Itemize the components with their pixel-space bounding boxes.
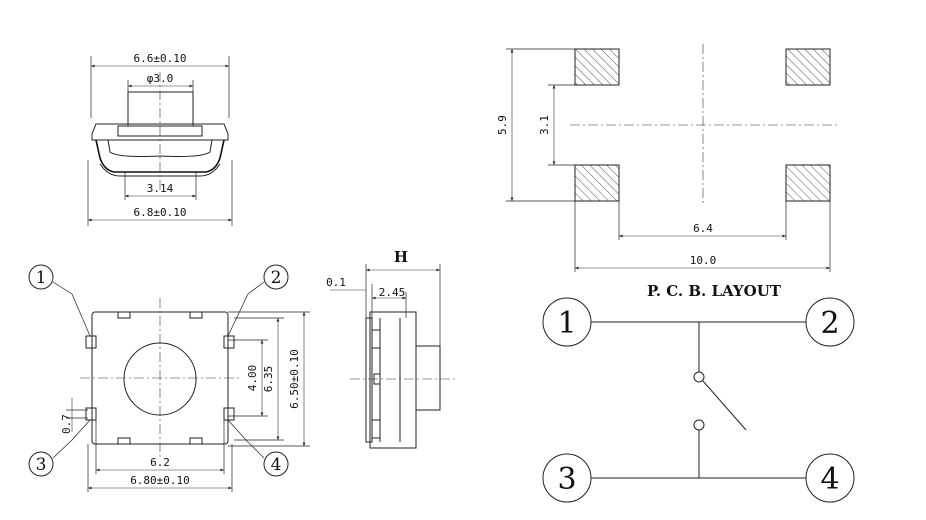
schematic-pin-1-label: 1	[557, 306, 576, 341]
pcb-layout-title: P. C. B. LAYOUT	[647, 282, 782, 300]
schematic-pin-2-label: 2	[820, 306, 839, 341]
pcb-inner-height-label: 3.1	[538, 115, 551, 135]
front-inner-width-label: 3.14	[147, 182, 174, 195]
side-depth-label: 2.45	[379, 286, 406, 299]
top-view: 1 2 3 4 0.7 6.2 6.80±0.10 4.00	[28, 264, 310, 492]
top-pin-4-label: 4	[271, 455, 282, 475]
pcb-inner-width-label: 6.4	[693, 222, 713, 235]
height-label: H	[394, 248, 408, 266]
body-width-label: 6.80±0.10	[130, 474, 190, 487]
pcb-pad-top-right	[785, 48, 831, 86]
top-pin-2-label: 2	[271, 268, 282, 288]
pcb-pad-top-left	[574, 48, 620, 86]
switch-schematic: 1 2 3 4	[542, 297, 855, 503]
pcb-outer-height-label: 5.9	[496, 115, 509, 135]
side-view: H 0.1 2.45	[326, 248, 456, 449]
pad-height-label: 6.35	[262, 366, 275, 393]
inner-height-label: 4.00	[246, 365, 259, 392]
front-width-top-label: 6.6±0.10	[134, 52, 187, 65]
pcb-pad-bottom-right	[785, 164, 831, 202]
side-offset-label: 0.1	[326, 276, 346, 289]
top-pin-1-label: 1	[36, 268, 47, 288]
front-width-bottom-label: 6.8±0.10	[134, 206, 187, 219]
pin-gap-label: 0.7	[60, 414, 73, 434]
schematic-pin-4-label: 4	[820, 462, 839, 497]
pcb-pad-bottom-left	[574, 164, 620, 202]
top-pin-3-label: 3	[36, 455, 47, 475]
body-height-label: 6.50±0.10	[288, 349, 301, 409]
pad-spacing-label: 6.2	[150, 456, 170, 469]
schematic-pin-3-label: 3	[557, 462, 576, 497]
pcb-layout: 5.9 3.1 6.4 10.0 P. C. B. LAYOUT	[496, 44, 838, 300]
switch-lever	[702, 380, 747, 431]
front-view: 6.6±0.10 φ3.0 3.14 6.8±0.10	[87, 52, 233, 226]
pcb-outer-width-label: 10.0	[690, 254, 717, 267]
